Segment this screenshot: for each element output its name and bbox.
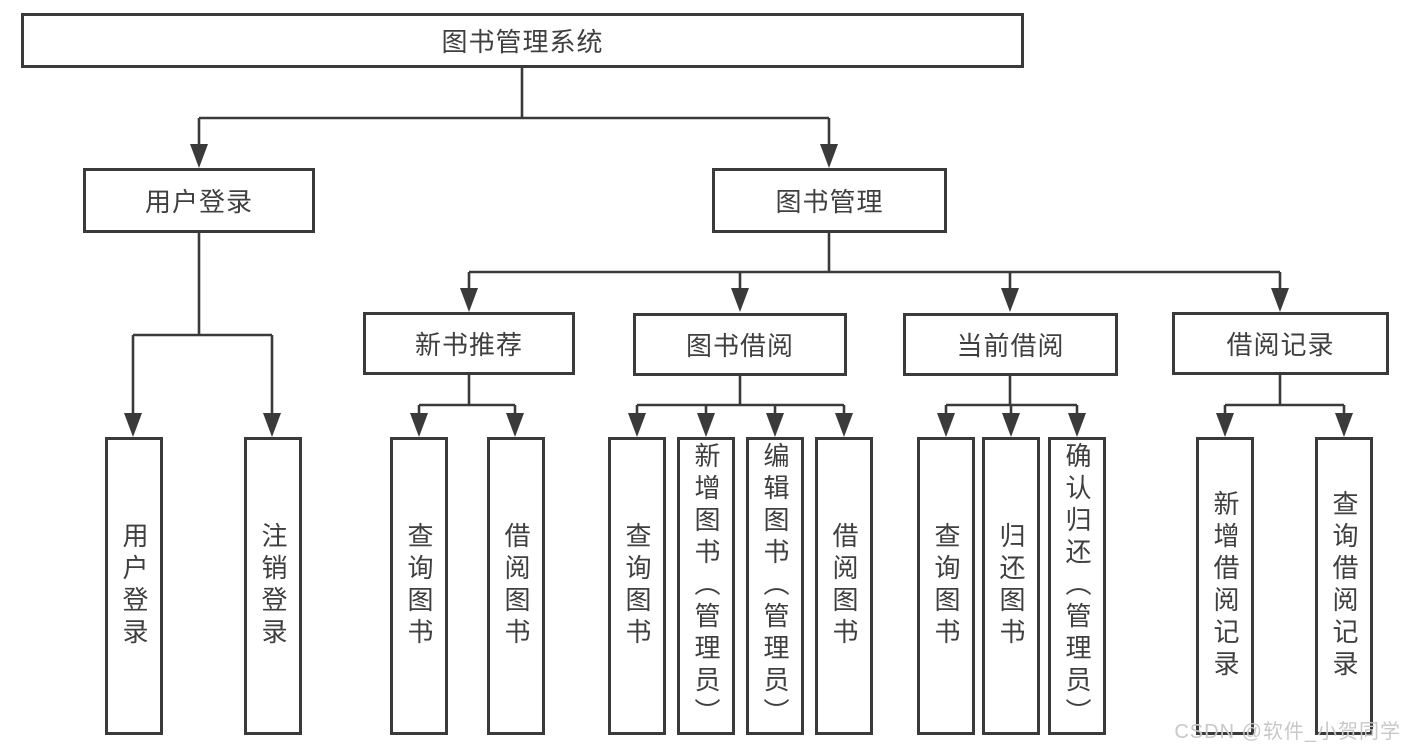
node-book-management: 图书管理 — [712, 168, 947, 233]
node-label: 查询借阅记录 — [1329, 490, 1359, 682]
leaf-add-borrow-record: 新增借阅记录 — [1196, 437, 1254, 735]
node-label: 查询图书 — [931, 522, 961, 650]
node-label: 编辑图书（管理员） — [760, 442, 790, 730]
leaf-borrow-books-recommend: 借阅图书 — [487, 437, 545, 735]
leaf-borrow-books: 借阅图书 — [815, 437, 873, 735]
leaf-edit-books-admin: 编辑图书（管理员） — [746, 437, 804, 735]
node-label: 查询图书 — [622, 522, 652, 650]
node-label: 归还图书 — [996, 522, 1026, 650]
leaf-query-borrow-record: 查询借阅记录 — [1315, 437, 1373, 735]
node-label: 确认归还（管理员） — [1062, 442, 1092, 730]
node-label: 查询图书 — [404, 522, 434, 650]
leaf-add-books-admin: 新增图书（管理员） — [677, 437, 735, 735]
node-label: 新增图书（管理员） — [691, 442, 721, 730]
node-new-book-recommendation: 新书推荐 — [363, 312, 575, 375]
node-label: 图书管理 — [775, 187, 884, 217]
node-label: 新增借阅记录 — [1210, 490, 1240, 682]
node-label: 图书管理系统 — [441, 27, 604, 57]
node-label: 当前借阅 — [956, 331, 1065, 361]
node-label: 用户登录 — [144, 187, 253, 217]
leaf-logout: 注销登录 — [244, 437, 302, 735]
node-label: 新书推荐 — [414, 330, 523, 360]
csdn-watermark: CSDN @软件_小贺同学 — [1174, 721, 1401, 743]
node-label: 借阅图书 — [501, 522, 531, 650]
leaf-query-books-borrow: 查询图书 — [608, 437, 666, 735]
node-label: 注销登录 — [258, 522, 288, 650]
leaf-user-login: 用户登录 — [105, 437, 163, 735]
leaf-confirm-return-admin: 确认归还（管理员） — [1048, 437, 1106, 735]
node-book-borrowing: 图书借阅 — [633, 313, 847, 376]
leaf-return-books: 归还图书 — [982, 437, 1040, 735]
node-current-borrowing: 当前借阅 — [903, 313, 1118, 376]
leaf-query-books-current: 查询图书 — [917, 437, 975, 735]
node-library-management-system: 图书管理系统 — [21, 13, 1024, 68]
node-label: 借阅图书 — [829, 522, 859, 650]
node-user-login: 用户登录 — [83, 168, 315, 233]
node-label: 图书借阅 — [685, 331, 794, 361]
leaf-query-books-recommend: 查询图书 — [390, 437, 448, 735]
node-label: 借阅记录 — [1226, 330, 1335, 360]
node-label: 用户登录 — [119, 522, 149, 650]
node-borrowing-records: 借阅记录 — [1172, 312, 1389, 375]
